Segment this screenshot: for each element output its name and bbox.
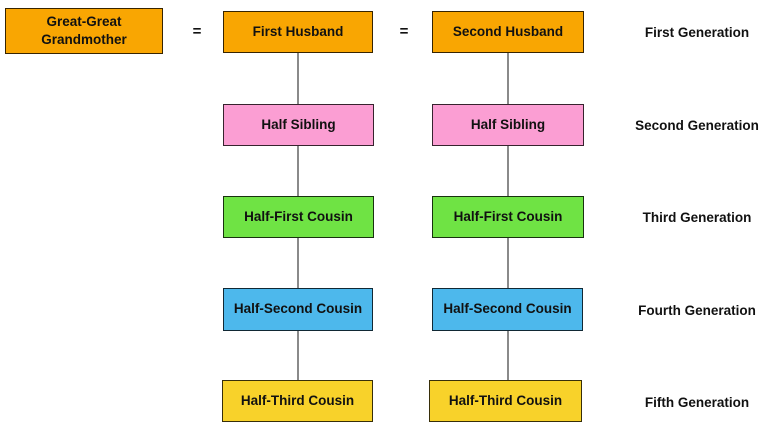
generation-label-first: First Generation bbox=[644, 25, 750, 40]
node-great-great-grandmother: Great-Great Grandmother bbox=[5, 8, 163, 54]
node-half-first-cousin-left: Half-First Cousin bbox=[223, 196, 374, 238]
marriage-equals-symbol: = bbox=[192, 23, 202, 40]
node-half-first-cousin-right: Half-First Cousin bbox=[432, 196, 584, 238]
connector-line bbox=[297, 331, 299, 380]
generation-label-second: Second Generation bbox=[635, 118, 759, 133]
connector-line bbox=[297, 146, 299, 196]
node-half-sibling-right: Half Sibling bbox=[432, 104, 584, 146]
generation-label-fourth: Fourth Generation bbox=[638, 303, 756, 318]
connector-line bbox=[507, 238, 509, 288]
node-first-husband: First Husband bbox=[223, 11, 373, 53]
connector-line bbox=[507, 331, 509, 380]
node-half-second-cousin-left: Half-Second Cousin bbox=[223, 288, 373, 331]
node-half-third-cousin-right: Half-Third Cousin bbox=[429, 380, 582, 422]
generation-label-third: Third Generation bbox=[642, 210, 752, 225]
marriage-equals-symbol: = bbox=[399, 23, 409, 40]
node-half-second-cousin-right: Half-Second Cousin bbox=[432, 288, 583, 331]
node-half-third-cousin-left: Half-Third Cousin bbox=[222, 380, 373, 422]
connector-line bbox=[297, 238, 299, 288]
connector-line bbox=[297, 53, 299, 104]
generation-label-fifth: Fifth Generation bbox=[644, 395, 750, 410]
connector-line bbox=[507, 53, 509, 104]
node-half-sibling-left: Half Sibling bbox=[223, 104, 374, 146]
node-second-husband: Second Husband bbox=[432, 11, 584, 53]
connector-line bbox=[507, 146, 509, 196]
